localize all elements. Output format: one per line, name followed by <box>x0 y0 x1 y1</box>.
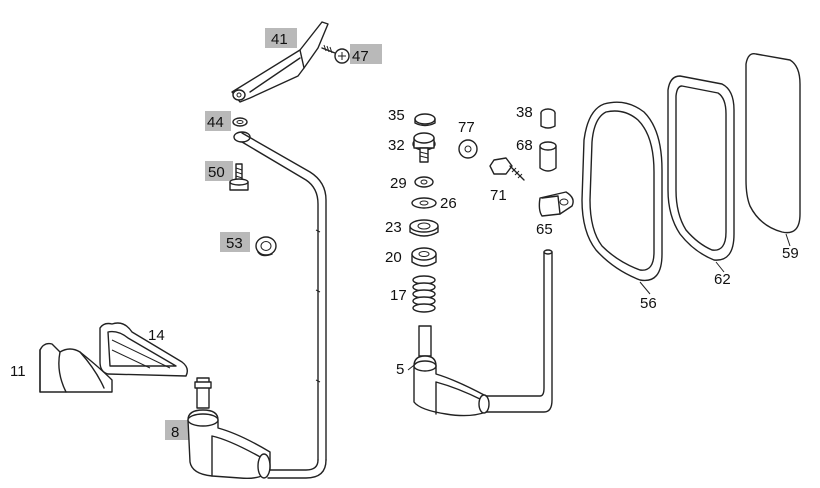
callout-56: 56 <box>640 295 657 312</box>
callout-29: 29 <box>390 175 407 192</box>
callout-14: 14 <box>148 327 165 344</box>
highlight-53 <box>220 232 250 252</box>
part-65-clamp <box>538 191 574 217</box>
part-53-grommet <box>255 236 277 257</box>
callout-59: 59 <box>782 245 799 262</box>
callout-68: 68 <box>516 137 533 154</box>
part-17-spring <box>412 275 436 313</box>
callout-44: 44 <box>207 114 224 131</box>
highlight-47 <box>350 44 382 64</box>
part-32-bolt <box>412 132 436 163</box>
left-mirror-arm <box>233 131 327 479</box>
callout-35: 35 <box>388 107 405 124</box>
leader-5 <box>407 361 419 371</box>
part-26-washer <box>411 197 437 209</box>
callout-20: 20 <box>385 249 402 266</box>
callout-47: 47 <box>352 48 369 65</box>
callout-53: 53 <box>226 235 243 252</box>
part-41-bracket <box>231 21 329 103</box>
leader-62 <box>715 261 725 273</box>
callout-38: 38 <box>516 104 533 121</box>
leader-56 <box>639 281 651 295</box>
callout-11: 11 <box>10 363 26 380</box>
part-62-mirror-frame <box>667 75 735 261</box>
callout-65: 65 <box>536 221 553 238</box>
callout-62: 62 <box>714 271 731 288</box>
part-29-nut <box>414 176 434 188</box>
part-8-pivot-base <box>187 377 271 480</box>
part-71-bolt <box>489 157 525 181</box>
callout-41: 41 <box>271 31 288 48</box>
part-56-mirror-housing <box>581 101 663 282</box>
highlight-44 <box>205 111 231 131</box>
callout-5: 5 <box>396 361 404 378</box>
callout-26: 26 <box>440 195 457 212</box>
part-38-plug <box>540 108 556 129</box>
part-14-gasket <box>99 322 189 377</box>
part-11-cover <box>39 342 113 393</box>
callout-23: 23 <box>385 219 402 236</box>
highlight-8 <box>165 420 189 440</box>
part-77-nut <box>458 139 478 159</box>
callout-50: 50 <box>208 164 225 181</box>
part-35-cap <box>414 113 436 127</box>
callout-32: 32 <box>388 137 405 154</box>
callout-8: 8 <box>171 424 179 441</box>
callout-71: 71 <box>490 187 507 204</box>
part-20-bushing <box>411 247 437 267</box>
part-44-washer <box>232 117 248 127</box>
part-23-ring <box>409 219 439 237</box>
part-5-pivot-arm <box>413 249 553 417</box>
part-47-screw <box>321 44 350 64</box>
part-50-bolt <box>229 163 249 191</box>
leader-59 <box>785 233 791 247</box>
part-59-mirror-glass <box>745 53 801 234</box>
highlight-41 <box>265 28 297 48</box>
callout-17: 17 <box>390 287 407 304</box>
callout-77: 77 <box>458 119 475 136</box>
part-68-sleeve <box>539 141 557 172</box>
highlight-50 <box>205 161 233 181</box>
